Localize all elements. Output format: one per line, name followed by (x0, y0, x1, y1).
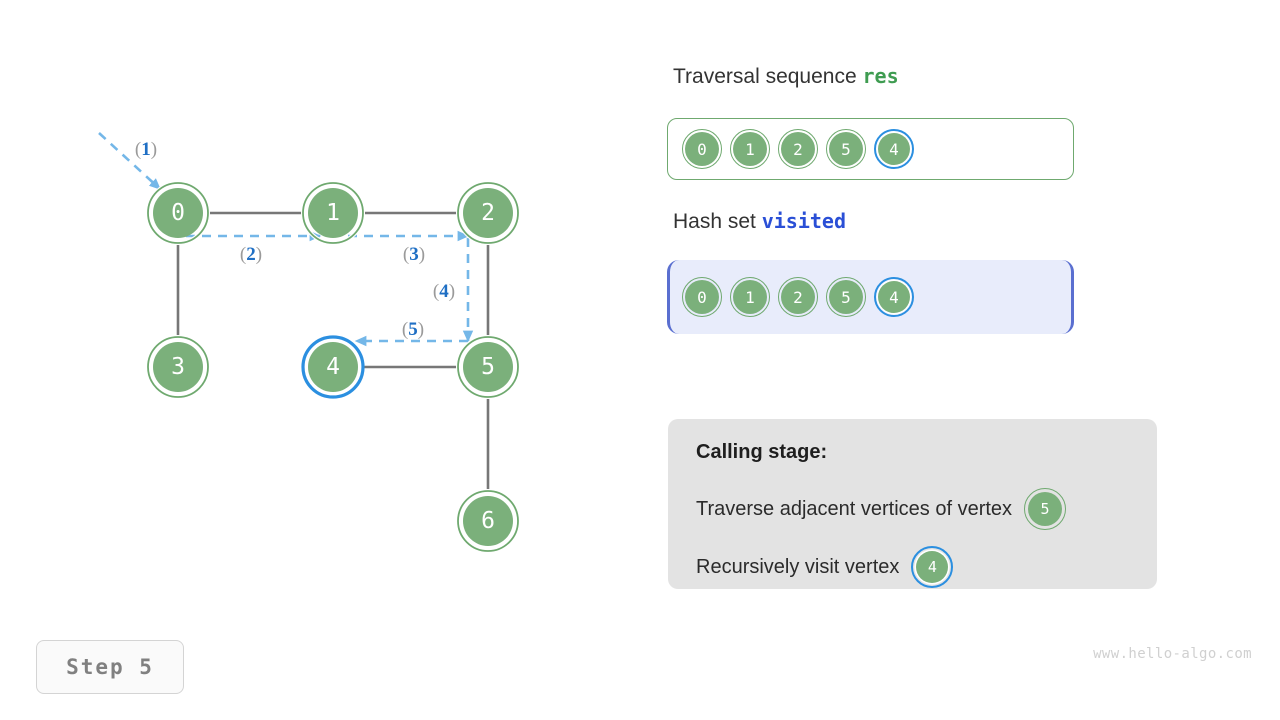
visited-item-1[interactable]: 1 (730, 277, 770, 317)
graph-node-3-label: 3 (171, 354, 185, 380)
graph-node-5-label: 5 (481, 354, 495, 380)
order-label-4: (4) (433, 281, 455, 302)
visited-section-title: Hash set visited (673, 209, 846, 234)
calling-stage-line-0: Traverse adjacent vertices of vertex 5 (696, 488, 1129, 530)
visited-item-0-label: 0 (685, 280, 719, 314)
visited-item-3-label: 5 (829, 280, 863, 314)
step-badge: Step 5 (36, 640, 184, 694)
graph-order-labels: (1) (2) (3) (4) (5) (135, 139, 455, 340)
res-item-3-label: 5 (829, 132, 863, 166)
visited-item-0-ring (682, 277, 722, 317)
res-item-0-ring (682, 129, 722, 169)
calling-stage-line-1-text: Recursively visit vertex (696, 555, 900, 578)
res-item-2-ring (778, 129, 818, 169)
graph-nodes: 0 1 2 3 (146, 181, 520, 553)
visited-item-3[interactable]: 5 (826, 277, 866, 317)
graph-node-3[interactable]: 3 (146, 335, 210, 399)
calling-stage-line-1-chip-ring (911, 546, 954, 588)
res-variable-name: res (862, 64, 899, 88)
visited-item-2[interactable]: 2 (778, 277, 818, 317)
order-label-3: (3) (403, 244, 425, 265)
order-label-5: (5) (402, 319, 424, 340)
res-item-2[interactable]: 2 (778, 129, 818, 169)
calling-stage-line-1-chip[interactable]: 4 (911, 546, 954, 588)
visited-item-1-label: 1 (733, 280, 767, 314)
res-item-1-ring (730, 129, 770, 169)
res-item-0-label: 0 (685, 132, 719, 166)
graph-node-2-label: 2 (481, 200, 495, 226)
visited-item-4-ring (874, 277, 914, 317)
graph-edges (176, 211, 490, 493)
visited-item-2-ring (778, 277, 818, 317)
watermark: www.hello-algo.com (1093, 646, 1252, 662)
calling-stage-line-0-chip-ring (1024, 488, 1067, 530)
visited-item-4-label: 4 (878, 281, 910, 313)
calling-stage-heading: Calling stage: (696, 441, 828, 463)
res-item-4-ring (874, 129, 914, 169)
graph-node-0-label: 0 (171, 200, 185, 226)
traversal-arrow-1 (98, 132, 161, 190)
visited-item-3-ring (826, 277, 866, 317)
graph-panel: 0 1 2 3 (0, 0, 640, 620)
graph-node-6[interactable]: 6 (456, 489, 520, 553)
graph-node-1[interactable]: 1 (301, 181, 365, 245)
graph-node-4[interactable]: 4 (301, 335, 365, 399)
res-item-0[interactable]: 0 (682, 129, 722, 169)
res-section-title: Traversal sequence res (673, 64, 899, 89)
visited-title-prefix: Hash set (673, 210, 762, 233)
calling-stage-line-1-chip-label: 4 (916, 551, 949, 583)
calling-stage-line-0-text: Traverse adjacent vertices of vertex (696, 497, 1013, 520)
calling-stage-line-0-chip[interactable]: 5 (1024, 488, 1067, 530)
calling-stage-line-0-chip-label: 5 (1028, 492, 1063, 526)
res-item-4[interactable]: 4 (874, 129, 914, 169)
res-item-3[interactable]: 5 (826, 129, 866, 169)
graph-traversal-arrows (98, 132, 474, 347)
right-panel: Traversal sequence res 0 1 2 5 4 Hash se… (667, 0, 1280, 720)
graph-node-5[interactable]: 5 (456, 335, 520, 399)
graph-node-4-label: 4 (326, 354, 340, 380)
graph-node-0[interactable]: 0 (146, 181, 210, 245)
order-label-2: (2) (240, 244, 262, 265)
graph-node-6-label: 6 (481, 508, 495, 534)
res-list-container: 0 1 2 5 4 (667, 118, 1074, 180)
res-item-2-label: 2 (781, 132, 815, 166)
graph-diagram: 0 1 2 3 (98, 132, 520, 553)
visited-variable-name: visited (761, 209, 847, 233)
graph-node-1-label: 1 (326, 200, 340, 226)
visited-set-container: 0 1 2 5 4 (667, 260, 1074, 334)
calling-stage-panel: Calling stage: Traverse adjacent vertice… (668, 419, 1157, 589)
res-item-1-label: 1 (733, 132, 767, 166)
visited-item-0[interactable]: 0 (682, 277, 722, 317)
visited-item-2-label: 2 (781, 280, 815, 314)
visited-item-4[interactable]: 4 (874, 277, 914, 317)
visited-item-1-ring (730, 277, 770, 317)
calling-stage-line-1: Recursively visit vertex 4 (696, 546, 1129, 588)
graph-node-2[interactable]: 2 (456, 181, 520, 245)
res-item-3-ring (826, 129, 866, 169)
res-title-prefix: Traversal sequence (673, 65, 863, 88)
order-label-1: (1) (135, 139, 157, 160)
res-item-1[interactable]: 1 (730, 129, 770, 169)
res-item-4-label: 4 (878, 133, 910, 165)
